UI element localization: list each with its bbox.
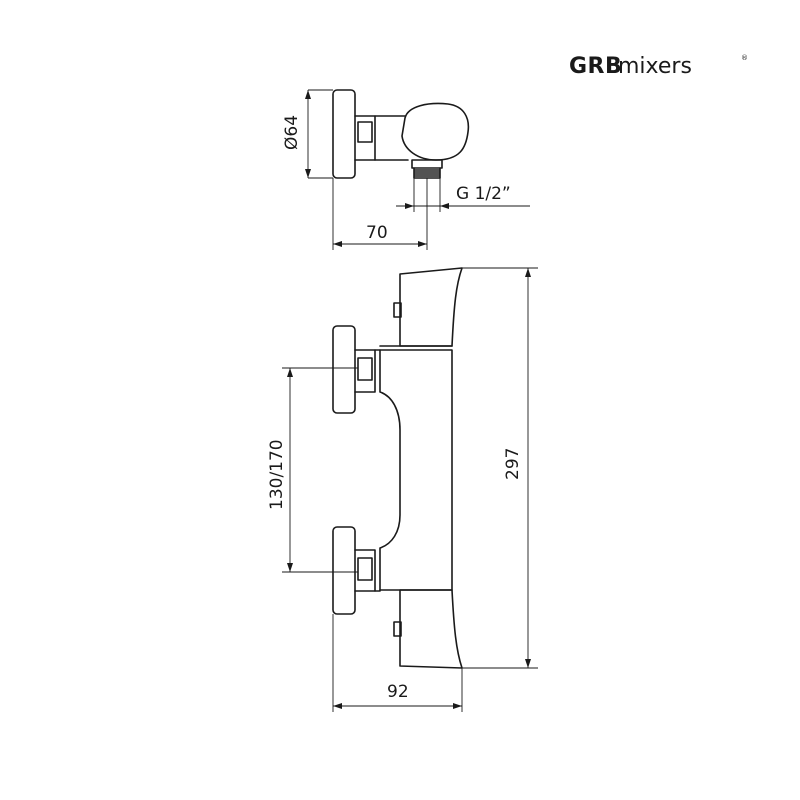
bottom-handle: [399, 589, 463, 669]
brand-name-bold: GRB: [569, 54, 622, 79]
height-label: 297: [503, 448, 523, 480]
thread-arrows: [405, 203, 449, 209]
spacing-label: 130/170: [267, 439, 287, 510]
thread-label: G 1/2”: [456, 184, 511, 204]
upper-connector-inner: [357, 357, 373, 381]
top-view-connector: [354, 115, 376, 161]
brand-name-light: mixers: [618, 54, 692, 79]
top-view-outlet-thread: [413, 167, 441, 179]
upper-rosette: [332, 325, 356, 414]
side-view: 130/170 297 92: [267, 267, 538, 712]
top-handle: [399, 267, 463, 347]
top-view-rosette: [332, 89, 356, 179]
top-view: Ø64 G 1/2” 70: [282, 89, 530, 250]
top-view-connector-inner: [357, 121, 373, 143]
top-view-neck: [374, 115, 409, 161]
bottom-handle-stop: [393, 621, 402, 637]
depth-label: 92: [387, 682, 409, 702]
lower-rosette: [332, 526, 356, 615]
diameter-label: Ø64: [282, 115, 302, 150]
brand-registered-mark: ®: [741, 54, 748, 62]
connecting-arm: [374, 349, 401, 592]
top-handle-stop: [393, 302, 402, 318]
brand-logo: GRB mixers ®: [569, 54, 748, 79]
lower-connector-inner: [357, 557, 373, 581]
lower-connector: [354, 549, 376, 592]
depth-top-label: 70: [366, 223, 388, 243]
upper-connector: [354, 349, 376, 393]
diameter-arrows: [305, 90, 311, 178]
top-view-outlet-nut: [411, 159, 443, 169]
mixer-body: [379, 349, 453, 591]
top-view-knob: [401, 102, 470, 161]
